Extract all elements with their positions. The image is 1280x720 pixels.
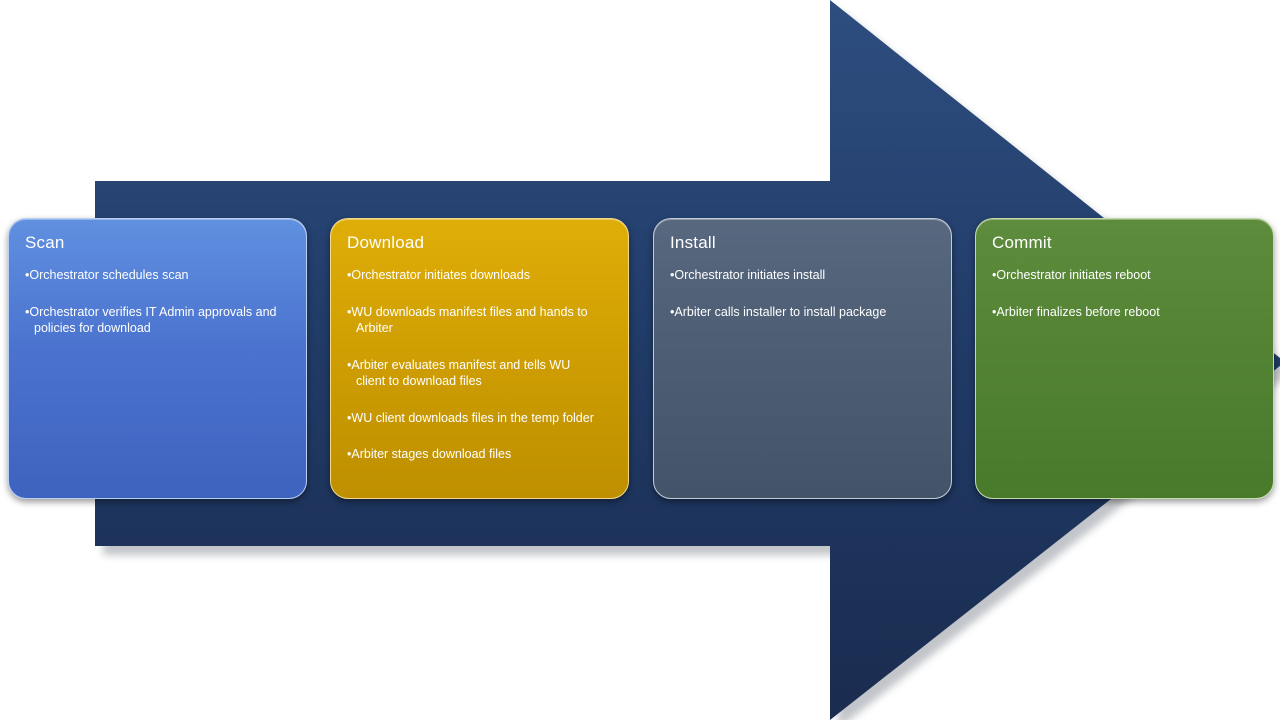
stage-bullet-list: Orchestrator schedules scan Orchestrator… (9, 257, 306, 337)
stage-card-scan: Scan Orchestrator schedules scan Orchest… (8, 218, 307, 499)
stage-card-download: Download Orchestrator initiates download… (330, 218, 629, 499)
stage-title: Commit (992, 233, 1052, 252)
bullet-item: Orchestrator initiates downloads (347, 267, 602, 284)
bullet-item: Arbiter evaluates manifest and tells WU … (347, 357, 602, 390)
bullet-item: Arbiter stages download files (347, 446, 602, 463)
stage-title: Download (347, 233, 425, 252)
bullet-item: WU downloads manifest files and hands to… (347, 304, 602, 337)
stage-bullet-list: Orchestrator initiates downloads WU down… (331, 257, 628, 463)
bullet-item: WU client downloads files in the temp fo… (347, 410, 602, 427)
stage-bullet-list: Orchestrator initiates install Arbiter c… (654, 257, 951, 320)
bullet-item: Orchestrator initiates install (670, 267, 925, 284)
bullet-item: Orchestrator verifies IT Admin approvals… (25, 304, 280, 337)
bullet-item: Orchestrator schedules scan (25, 267, 280, 284)
stage-title: Install (670, 233, 716, 252)
bullet-item: Arbiter finalizes before reboot (992, 304, 1247, 321)
stage-card-install: Install Orchestrator initiates install A… (653, 218, 952, 499)
stage-title: Scan (25, 233, 65, 252)
stage-bullet-list: Orchestrator initiates reboot Arbiter fi… (976, 257, 1273, 320)
bullet-item: Arbiter calls installer to install packa… (670, 304, 925, 321)
stage-card-commit: Commit Orchestrator initiates reboot Arb… (975, 218, 1274, 499)
bullet-item: Orchestrator initiates reboot (992, 267, 1247, 284)
